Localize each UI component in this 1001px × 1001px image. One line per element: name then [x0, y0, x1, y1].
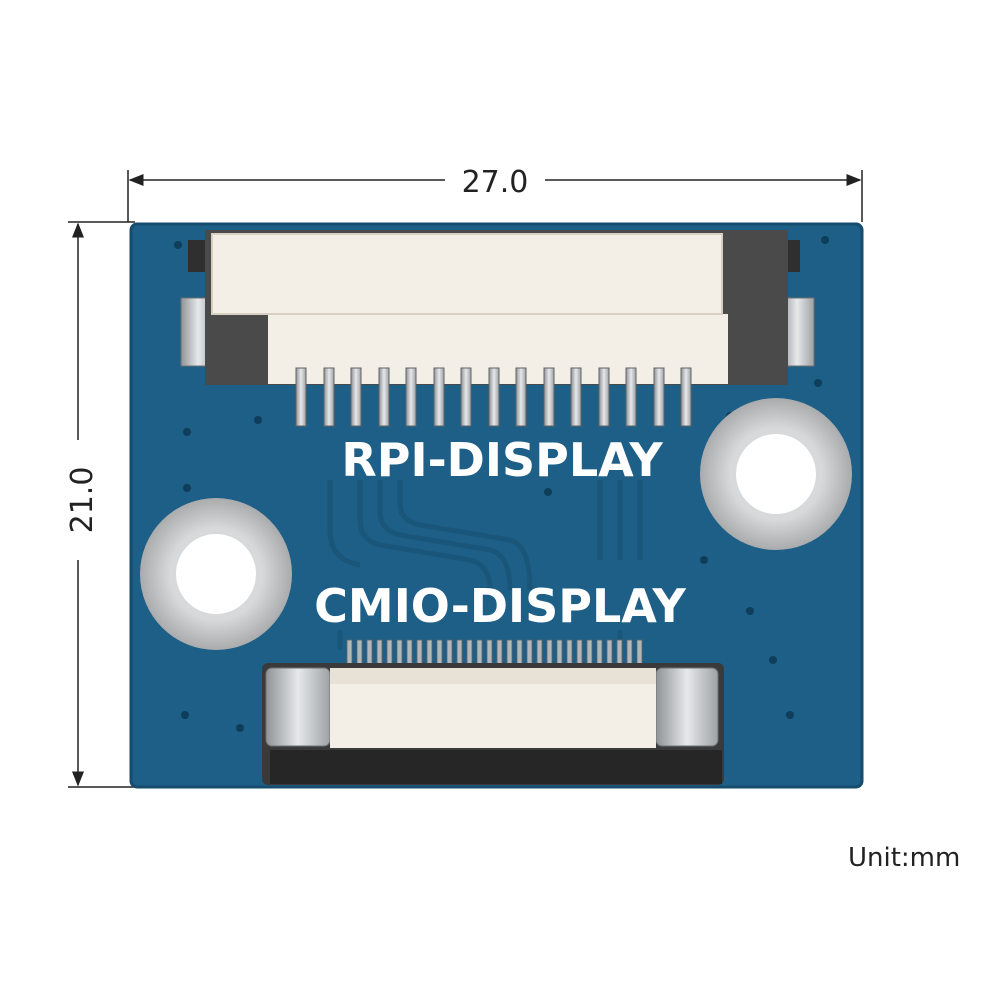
bottom-connector-pin [416, 639, 423, 667]
bottom-connector-pin [456, 639, 463, 667]
top-connector-pins [295, 367, 692, 427]
width-dimension: 27.0 [127, 165, 863, 222]
bottom-connector-pin [406, 639, 413, 667]
bottom-connector-pin [356, 639, 363, 667]
mounting-hole-right [700, 398, 852, 550]
top-fpc-connector [180, 230, 815, 427]
pcb-traces [327, 480, 643, 650]
bottom-connector-pin [386, 639, 393, 667]
rpi-display-label: RPI-DISPLAY [341, 433, 663, 487]
bottom-connector-pin [556, 639, 563, 667]
height-label: 21.0 [65, 467, 100, 534]
bottom-connector-pin [536, 639, 543, 667]
mounting-hole-left [140, 498, 292, 650]
pcb-vias [174, 236, 829, 732]
bottom-connector-pin [426, 639, 433, 667]
bottom-connector-pin [486, 639, 493, 667]
pcb-board: RPI-DISPLAY CMIO-DISPLAY [129, 222, 864, 789]
bottom-connector-pin [496, 639, 503, 667]
height-dimension: 21.0 [65, 221, 135, 788]
bottom-connector-pin [506, 639, 513, 667]
unit-label: Unit:mm [848, 843, 961, 873]
bottom-connector-pin [626, 639, 633, 667]
bottom-connector-pin [576, 639, 583, 667]
bottom-connector-pins [346, 639, 643, 667]
bottom-connector-pin [346, 639, 353, 667]
bottom-connector-pin [476, 639, 483, 667]
bottom-connector-pin [396, 639, 403, 667]
bottom-fpc-connector [262, 639, 724, 785]
bottom-connector-pin [526, 639, 533, 667]
bottom-connector-pin [366, 639, 373, 667]
bottom-connector-pin [376, 639, 383, 667]
bottom-connector-pin [446, 639, 453, 667]
bottom-connector-pin [596, 639, 603, 667]
bottom-connector-pin [466, 639, 473, 667]
bottom-connector-pin [516, 639, 523, 667]
bottom-connector-pin [546, 639, 553, 667]
width-label: 27.0 [462, 165, 529, 200]
bottom-connector-pin [636, 639, 643, 667]
bottom-connector-pin [436, 639, 443, 667]
bottom-connector-pin [586, 639, 593, 667]
bottom-connector-pin [616, 639, 623, 667]
cmio-display-label: CMIO-DISPLAY [314, 579, 686, 633]
bottom-connector-pin [566, 639, 573, 667]
bottom-connector-pin [606, 639, 613, 667]
